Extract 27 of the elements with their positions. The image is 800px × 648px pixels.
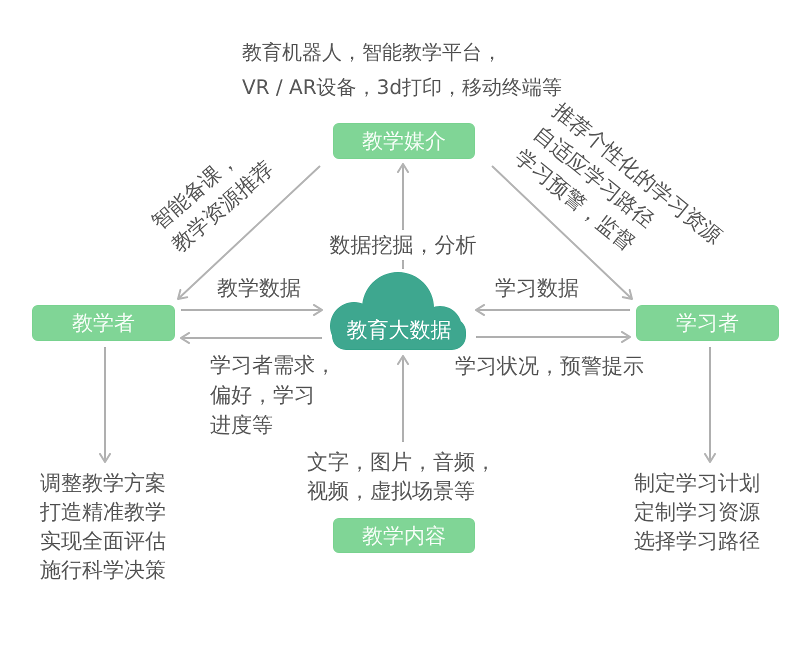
arrow <box>704 347 716 463</box>
arrow <box>177 165 321 300</box>
arrow <box>476 331 631 343</box>
process-box: 教学者 <box>32 305 175 341</box>
process-box: 教学媒介 <box>333 123 475 159</box>
arrow <box>180 332 322 344</box>
node-text: 教育大数据 <box>346 317 452 344</box>
edge-label: 智能备课，教学资源推荐 <box>146 146 279 260</box>
list-item-text: 制定学习计划 <box>634 470 760 497</box>
arrow <box>397 355 409 442</box>
list-item-text: 施行科学决策 <box>40 557 166 584</box>
list-item-text: 定制学习资源 <box>634 499 760 526</box>
process-box: 学习者 <box>636 305 779 341</box>
edge-label: 学习状况，预警提示 <box>455 353 644 380</box>
caption-text: 文字，图片，音频，视频，虚拟场景等 <box>307 449 497 505</box>
process-box: 教学内容 <box>333 518 475 553</box>
arrow <box>99 347 111 463</box>
list-item-text: 调整教学方案 <box>40 470 166 497</box>
arrow <box>181 304 323 316</box>
edge-label: 学习者需求，偏好，学习进度等 <box>210 352 337 439</box>
list-item-text: 实现全面评估 <box>40 528 166 555</box>
list-item-text: 选择学习路径 <box>634 528 760 555</box>
arrow <box>491 165 633 300</box>
list-item-text: 打造精准教学 <box>40 499 166 526</box>
edge-label: 学习数据 <box>495 275 579 302</box>
arrow <box>475 304 630 316</box>
edge-label: 教学数据 <box>217 275 301 302</box>
